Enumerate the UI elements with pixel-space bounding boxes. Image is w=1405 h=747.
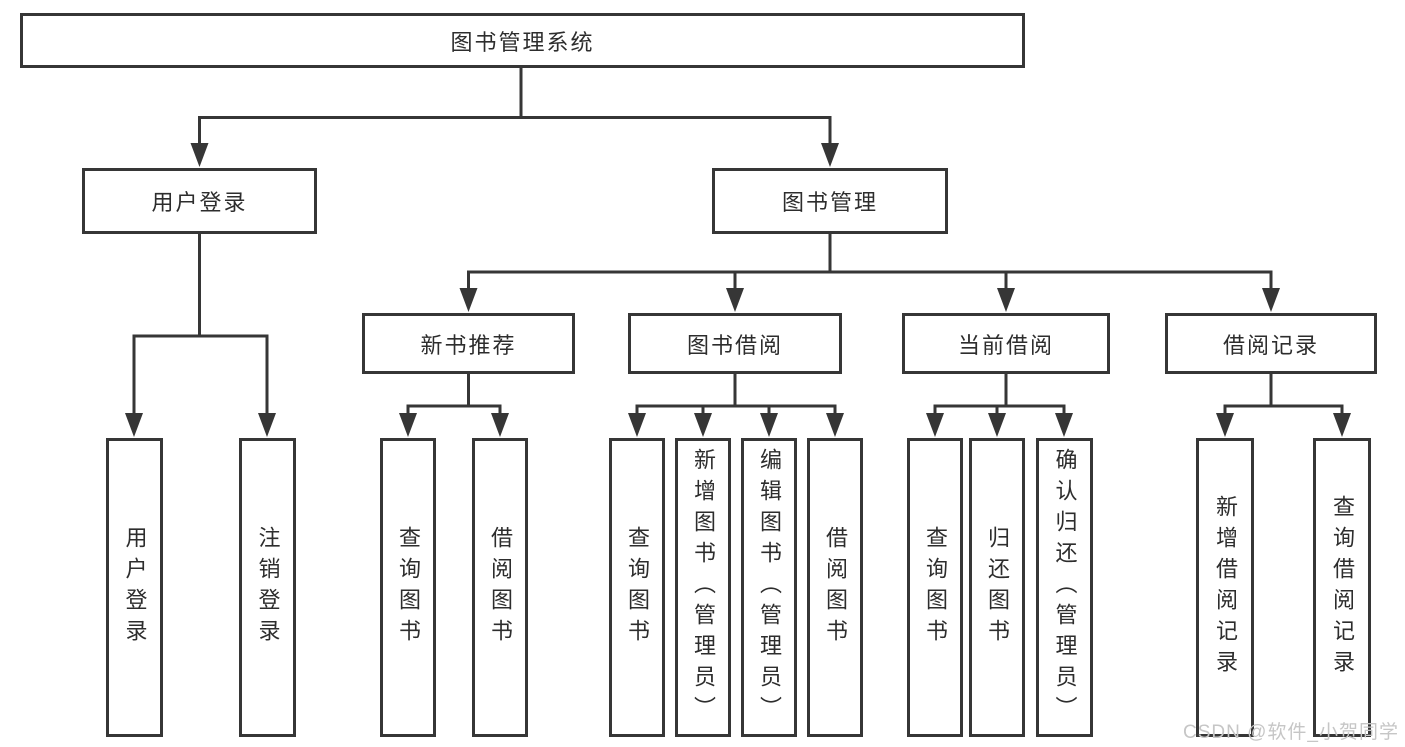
node-user-login-branch: 用户登录 bbox=[82, 168, 317, 234]
node-book-borrow: 图书借阅 bbox=[628, 313, 842, 374]
leaf-borrow-add-books-admin: 新增图书（管理员） bbox=[675, 438, 731, 737]
node-book-management-branch: 图书管理 bbox=[712, 168, 948, 234]
leaf-current-query-books: 查询图书 bbox=[907, 438, 963, 737]
leaf-record-query-record: 查询借阅记录 bbox=[1313, 438, 1371, 737]
node-current-borrow: 当前借阅 bbox=[902, 313, 1110, 374]
leaf-borrow-query-books: 查询图书 bbox=[609, 438, 665, 737]
node-borrow-record: 借阅记录 bbox=[1165, 313, 1377, 374]
leaf-logout: 注销登录 bbox=[239, 438, 296, 737]
leaf-newbook-query-books: 查询图书 bbox=[380, 438, 436, 737]
csdn-watermark: CSDN @软件_小贺同学 bbox=[1183, 722, 1399, 743]
leaf-record-add-record: 新增借阅记录 bbox=[1196, 438, 1254, 737]
leaf-user-login: 用户登录 bbox=[106, 438, 163, 737]
node-root: 图书管理系统 bbox=[20, 13, 1025, 68]
node-new-book-recommend: 新书推荐 bbox=[362, 313, 575, 374]
leaf-borrow-edit-books-admin: 编辑图书（管理员） bbox=[741, 438, 797, 737]
leaf-current-return-books: 归还图书 bbox=[969, 438, 1025, 737]
leaf-newbook-borrow-books: 借阅图书 bbox=[472, 438, 528, 737]
leaf-current-confirm-return-admin: 确认归还（管理员） bbox=[1036, 438, 1093, 737]
leaf-borrow-borrow-books: 借阅图书 bbox=[807, 438, 863, 737]
